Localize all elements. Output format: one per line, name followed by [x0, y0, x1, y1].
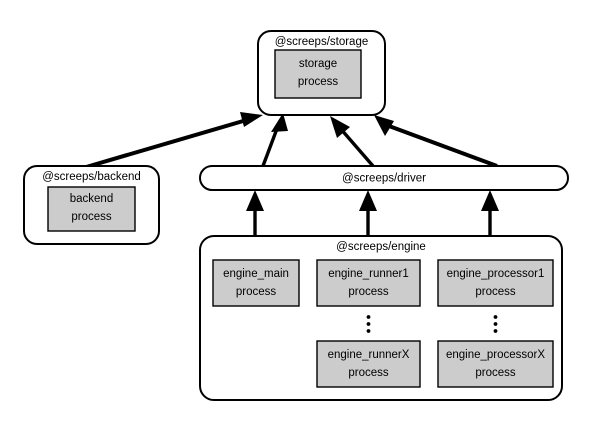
arrowhead-icon — [481, 190, 499, 211]
arrowhead-icon — [330, 116, 350, 138]
process-engine-runner1-line2: process — [348, 286, 389, 298]
process-engine-runner1-line1: engine_runner1 — [328, 268, 409, 280]
arrowhead-icon — [246, 190, 264, 211]
connection-engine-to-driver-right — [481, 190, 499, 235]
process-engine-processor1-line1: engine_processor1 — [447, 268, 545, 280]
process-backend-line1: backend — [70, 193, 113, 205]
connection-driver-to-storage-left — [261, 113, 288, 167]
arrowhead-icon — [374, 115, 394, 136]
process-engine-main-frame — [212, 259, 300, 307]
process-engine-processor1-frame — [437, 259, 554, 307]
process-engine-processor1[interactable]: engine_processor1 process — [437, 259, 554, 307]
process-engine-main-line1: engine_main — [223, 268, 289, 280]
connection-backend-to-storage — [75, 112, 263, 172]
process-storage-line1: storage — [299, 58, 337, 70]
process-engine-processor1-line2: process — [475, 286, 516, 298]
module-driver-frame — [199, 165, 569, 191]
process-engine-processorx[interactable]: engine_processorX process — [437, 340, 554, 388]
process-storage[interactable]: storage process — [274, 49, 362, 99]
process-storage-line2: process — [298, 76, 339, 88]
process-engine-runner1-frame — [316, 259, 421, 307]
module-backend-label: @screeps/backend — [42, 171, 141, 183]
module-storage[interactable]: @screeps/storage storage process — [257, 30, 386, 116]
connection-driver-to-storage-middle — [330, 116, 375, 168]
process-backend[interactable]: backend process — [47, 186, 136, 232]
module-backend[interactable]: @screeps/backend backend process — [23, 165, 160, 245]
process-engine-processorx-line1: engine_processorX — [446, 349, 545, 361]
arrowhead-icon — [359, 190, 377, 211]
connection-engine-to-driver-left — [246, 190, 264, 235]
vertical-ellipsis-icon-processor — [493, 315, 498, 333]
process-engine-runnerx[interactable]: engine_runnerX process — [316, 340, 421, 388]
process-storage-frame — [274, 49, 362, 99]
module-engine[interactable]: @screeps/engine engine_main process engi… — [199, 235, 563, 401]
process-engine-runnerx-line2: process — [348, 367, 389, 379]
connection-layer — [75, 112, 499, 235]
process-engine-processorx-frame — [437, 340, 554, 388]
arrowhead-icon — [240, 112, 263, 127]
vertical-ellipsis-icon-runner — [366, 315, 371, 333]
arrowhead-icon — [271, 113, 288, 132]
process-engine-main-line2: process — [236, 286, 277, 298]
process-engine-runner1[interactable]: engine_runner1 process — [316, 259, 421, 307]
module-driver[interactable]: @screeps/driver — [199, 165, 569, 191]
process-engine-main[interactable]: engine_main process — [212, 259, 300, 307]
module-engine-label: @screeps/engine — [336, 241, 426, 253]
connection-engine-to-driver-middle — [359, 190, 377, 235]
module-storage-label: @screeps/storage — [275, 36, 369, 48]
connection-driver-to-storage-right — [374, 115, 498, 168]
process-engine-runnerx-frame — [316, 340, 421, 388]
process-engine-processorx-line2: process — [475, 367, 516, 379]
process-engine-runnerx-line1: engine_runnerX — [328, 349, 410, 361]
module-driver-label: @screeps/driver — [342, 173, 426, 185]
process-backend-line2: process — [71, 211, 112, 223]
process-backend-frame — [47, 186, 136, 232]
